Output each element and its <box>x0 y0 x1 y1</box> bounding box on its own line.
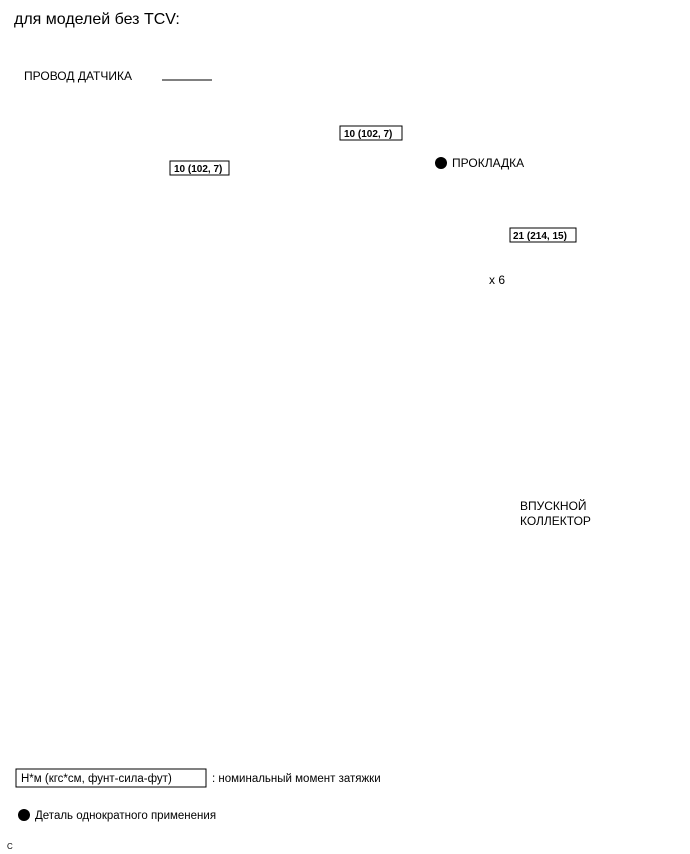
legend-dot-icon <box>18 809 30 821</box>
header-text: для моделей без TCV: <box>14 11 180 28</box>
gasket-label: ПРОКЛАДКА <box>452 156 524 170</box>
legend-torque: Н*м (кгс*см, фунт-сила-фут) : номинальны… <box>15 768 381 788</box>
legend-torque-box-text: Н*м (кгс*см, фунт-сила-фут) <box>21 773 172 785</box>
torque-wire-left-text: 10 (102, 7) <box>174 164 222 175</box>
legend-single-use-text: Деталь однократного применения <box>35 810 216 822</box>
torque-manifold-text: 21 (214, 15) <box>513 231 567 242</box>
manifold-label-line1: ВПУСКНОЙ <box>520 498 587 513</box>
sensor-wire-label: ПРОВОД ДАТЧИКА <box>24 69 132 83</box>
single-use-dot-icon <box>435 157 447 169</box>
manifold-bolt-qty: x 6 <box>489 273 505 287</box>
footer-code: C <box>7 842 13 851</box>
torque-wire-right-text: 10 (102, 7) <box>344 129 392 140</box>
torque-wire-right: 10 (102, 7) <box>339 125 403 141</box>
manifold-label-line2: КОЛЛЕКТОР <box>520 514 591 528</box>
legend-torque-text: : номинальный момент затяжки <box>212 773 381 785</box>
torque-wire-left: 10 (102, 7) <box>169 160 230 176</box>
torque-manifold: 21 (214, 15) <box>509 227 577 243</box>
legend-single-use: Деталь однократного применения <box>18 809 216 822</box>
